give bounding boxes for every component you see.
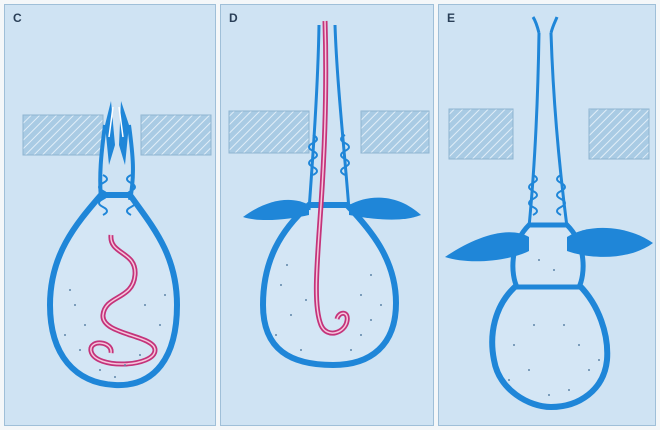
panel-e: E [438, 4, 656, 426]
panel-e-drawing [439, 5, 656, 426]
wall-band-right [589, 109, 649, 159]
tip-left [533, 17, 539, 33]
panel-c: C [4, 4, 216, 426]
wall-band-right [141, 115, 211, 155]
wall-band-left [229, 111, 309, 153]
wing-right [349, 198, 421, 220]
panel-d: D [220, 4, 434, 426]
wall-band-left [449, 109, 513, 159]
panel-c-drawing [5, 5, 216, 426]
wall-band-right [361, 111, 429, 153]
neck-right [335, 25, 349, 210]
panel-d-drawing [221, 5, 434, 426]
bulb-outline [263, 205, 396, 365]
neck-left [309, 25, 319, 210]
bulb-outline [492, 285, 607, 407]
wing-right [567, 228, 653, 257]
wall-band-left [23, 115, 103, 155]
tip-right [551, 17, 557, 33]
neck-right [129, 125, 133, 200]
closed-tip-right [119, 101, 129, 165]
